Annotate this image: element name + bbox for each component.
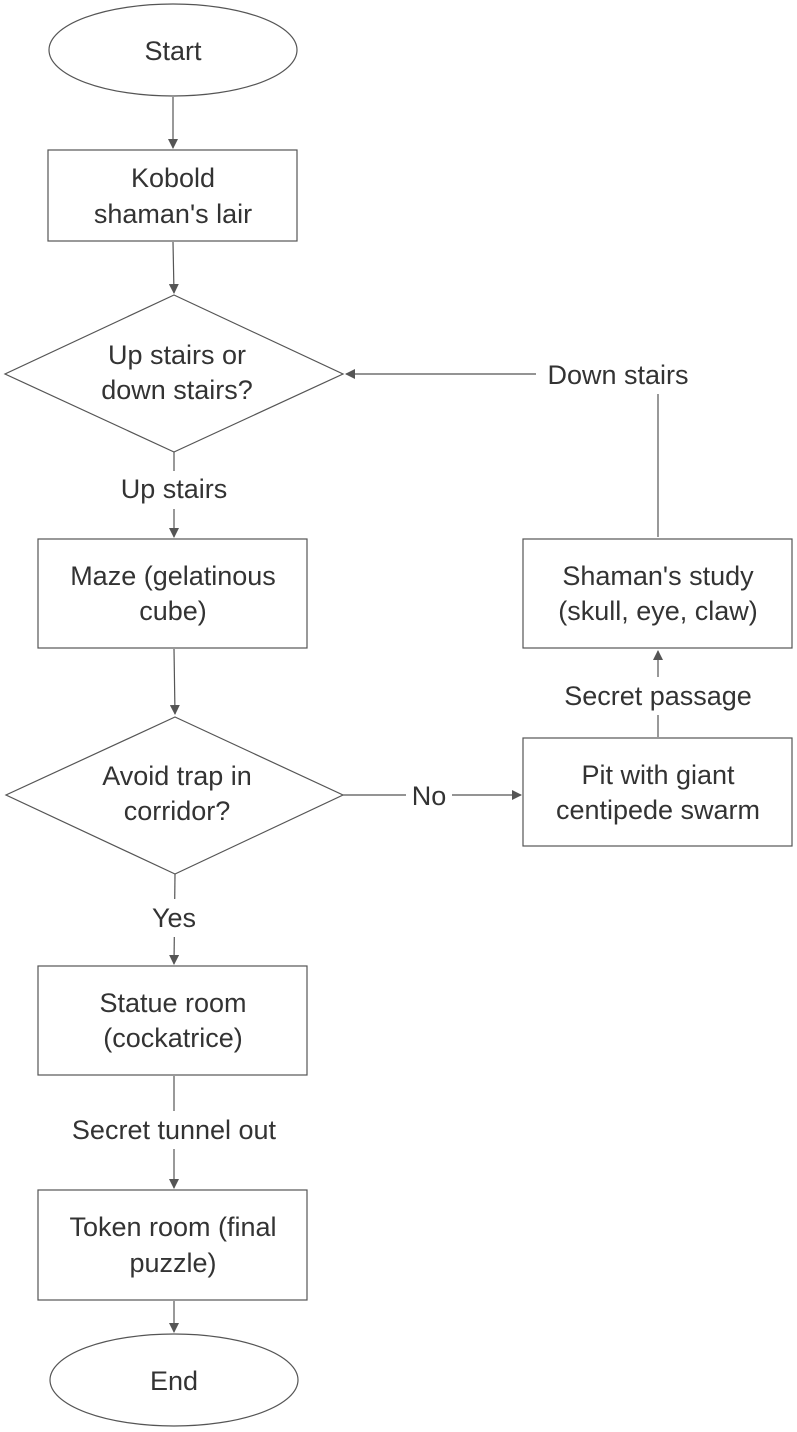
pit-label-line1: Pit with giant [581, 760, 735, 790]
end-label: End [150, 1366, 198, 1396]
end-node: End [49, 1333, 299, 1427]
trap-label-line1: Avoid trap in [102, 761, 252, 791]
up-stairs-label: Up stairs [121, 474, 228, 504]
start-node: Start [48, 3, 298, 97]
statue-node: Statue room (cockatrice) [37, 965, 308, 1076]
down-stairs-label: Down stairs [547, 360, 688, 390]
no-label: No [412, 781, 447, 811]
secret-passage-label: Secret passage [564, 681, 752, 711]
start-label: Start [144, 36, 202, 66]
edge-study-to-stairs [345, 369, 659, 537]
study-label-line2: (skull, eye, claw) [558, 596, 758, 626]
lair-label-line2: shaman's lair [94, 199, 252, 229]
edge-lair-to-stairs [168, 241, 179, 294]
study-node: Shaman's study (skull, eye, claw) [522, 538, 793, 649]
token-node: Token room (final puzzle) [37, 1189, 308, 1301]
trap-label-line2: corridor? [124, 796, 231, 826]
maze-label-line1: Maze (gelatinous [70, 561, 276, 591]
lair-label-line1: Kobold [131, 163, 215, 193]
maze-label-line2: cube) [139, 596, 207, 626]
statue-label-line1: Statue room [99, 988, 246, 1018]
edge-label-secret-passage: Secret passage [547, 677, 769, 715]
lair-node: Kobold shaman's lair [47, 149, 298, 242]
stairs-decision: Up stairs or down stairs? [3, 294, 345, 453]
stairs-label-line1: Up stairs or [108, 340, 246, 370]
pit-node: Pit with giant centipede swarm [522, 737, 793, 847]
edge-label-yes: Yes [144, 899, 206, 937]
study-label-line1: Shaman's study [562, 561, 754, 591]
token-label-line2: puzzle) [129, 1248, 216, 1278]
maze-node: Maze (gelatinous cube) [37, 538, 308, 649]
token-label-line1: Token room (final [69, 1212, 276, 1242]
yes-label: Yes [152, 903, 196, 933]
edge-label-secret-tunnel: Secret tunnel out [53, 1111, 295, 1149]
trap-decision: Avoid trap in corridor? [4, 716, 345, 875]
stairs-label-line2: down stairs? [101, 375, 253, 405]
statue-label-line2: (cockatrice) [103, 1023, 243, 1053]
edge-label-no: No [406, 777, 452, 815]
pit-label-line2: centipede swarm [556, 795, 760, 825]
secret-tunnel-label: Secret tunnel out [72, 1115, 277, 1145]
edge-label-up-stairs: Up stairs [108, 471, 240, 509]
edge-maze-to-trap [169, 648, 180, 715]
edge-label-down-stairs: Down stairs [536, 356, 700, 394]
